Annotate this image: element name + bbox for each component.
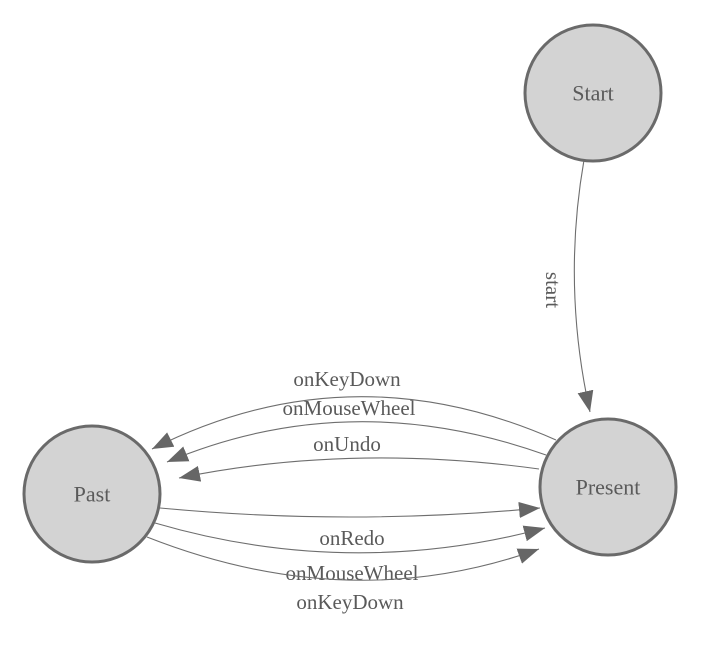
edge-label-onkeydown-undo: onKeyDown [293, 367, 401, 391]
node-past: Past [22, 424, 162, 564]
edge-label-onmousewheel-undo: onMouseWheel [283, 396, 416, 420]
node-start: Start [523, 23, 663, 163]
edge-label-start: start [541, 272, 565, 308]
edge-past-to-present-onredo [159, 502, 541, 518]
edge-present-to-past-onmousewheel [166, 421, 547, 463]
node-past-circle [22, 424, 162, 564]
edge-label-onredo: onRedo [319, 526, 384, 550]
edge-start-to-present [573, 159, 594, 413]
edge-label-onkeydown-redo: onKeyDown [296, 590, 404, 614]
node-start-label: Start [572, 81, 614, 106]
edge-present-to-past-onkeydown [151, 396, 557, 450]
nodes: Start Present Past [22, 23, 678, 564]
node-past-label: Past [74, 482, 111, 507]
edge-label-onmousewheel-redo: onMouseWheel [286, 561, 419, 585]
edges: start onKeyDown onMouseWheel onUndo onRe… [146, 159, 594, 614]
node-start-circle [523, 23, 663, 163]
node-present-label: Present [576, 475, 641, 500]
node-present-circle [538, 417, 678, 557]
node-present: Present [538, 417, 678, 557]
edge-label-onundo: onUndo [313, 432, 381, 456]
edge-past-to-present-onmousewheel [154, 522, 546, 554]
edge-present-to-past-onundo [178, 457, 540, 482]
edge-past-to-present-onkeydown [146, 536, 540, 581]
